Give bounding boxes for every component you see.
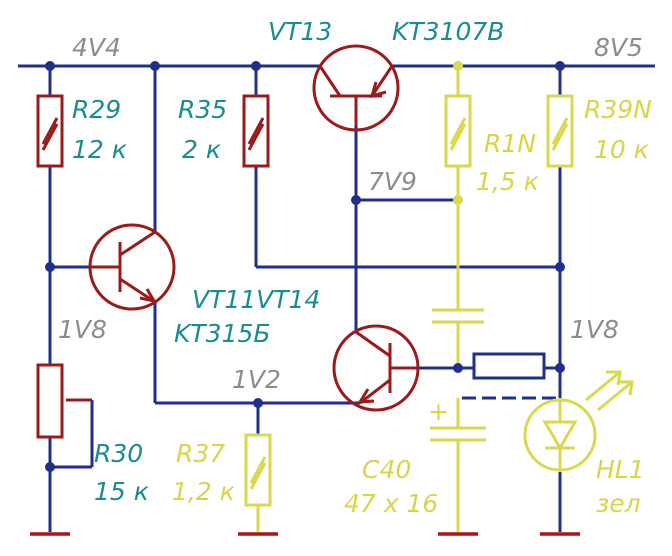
c40-ref: C40 — [362, 455, 411, 484]
r1n-ref: R1N — [484, 129, 536, 158]
node-label-4v4: 4V4 — [72, 33, 121, 62]
c40-plus-sign: + — [428, 397, 449, 426]
vt13-part: KT3107B — [392, 17, 504, 46]
vt13-ref: VT13 — [268, 17, 332, 46]
vt11-vt14-part: KT315Б — [174, 319, 271, 348]
r30-value: 15 к — [94, 477, 149, 506]
c40-value: 47 x 16 — [344, 489, 438, 518]
node-label-1v8-right: 1V8 — [570, 315, 619, 344]
r39n-value: 10 к — [594, 135, 649, 164]
resistor-r37 — [244, 433, 272, 507]
led-hl1 — [523, 370, 634, 472]
resistor-r39n — [546, 94, 574, 168]
r37-value: 1,2 к — [172, 477, 235, 506]
hl1-ref: HL1 — [596, 455, 645, 484]
r35-ref: R35 — [178, 95, 227, 124]
r29-value: 12 к — [72, 135, 127, 164]
transistor-vt13 — [312, 44, 400, 132]
labels: 4V4 8V5 7V9 1V8 1V2 1V8 VT13 KT3107B R29… — [58, 17, 652, 518]
node-label-1v8-left: 1V8 — [58, 315, 107, 344]
r30-ref: R30 — [94, 439, 143, 468]
r35-value: 2 к — [182, 135, 221, 164]
resistor-horizontal — [458, 352, 560, 380]
r37-ref: R37 — [176, 439, 225, 468]
r29-ref: R29 — [72, 95, 121, 124]
node-label-7v9: 7V9 — [368, 167, 417, 196]
potentiometer-r30 — [36, 363, 92, 439]
node-label-8v5: 8V5 — [594, 33, 643, 62]
resistor-r29 — [36, 94, 64, 168]
capacitor-c40: + — [428, 397, 486, 442]
vt11-vt14-ref: VT11VT14 — [192, 285, 320, 314]
transistor-vt14 — [332, 324, 420, 412]
resistor-r35 — [242, 94, 270, 168]
hl1-value: зел — [596, 489, 641, 518]
r39n-ref: R39N — [584, 95, 652, 124]
node-label-1v2: 1V2 — [232, 365, 281, 394]
transistor-vt11 — [88, 223, 176, 311]
coupling-capacitor — [432, 308, 484, 324]
resistor-r1n — [444, 94, 472, 168]
junction-dots — [45, 61, 565, 472]
r1n-value: 1,5 к — [476, 167, 539, 196]
